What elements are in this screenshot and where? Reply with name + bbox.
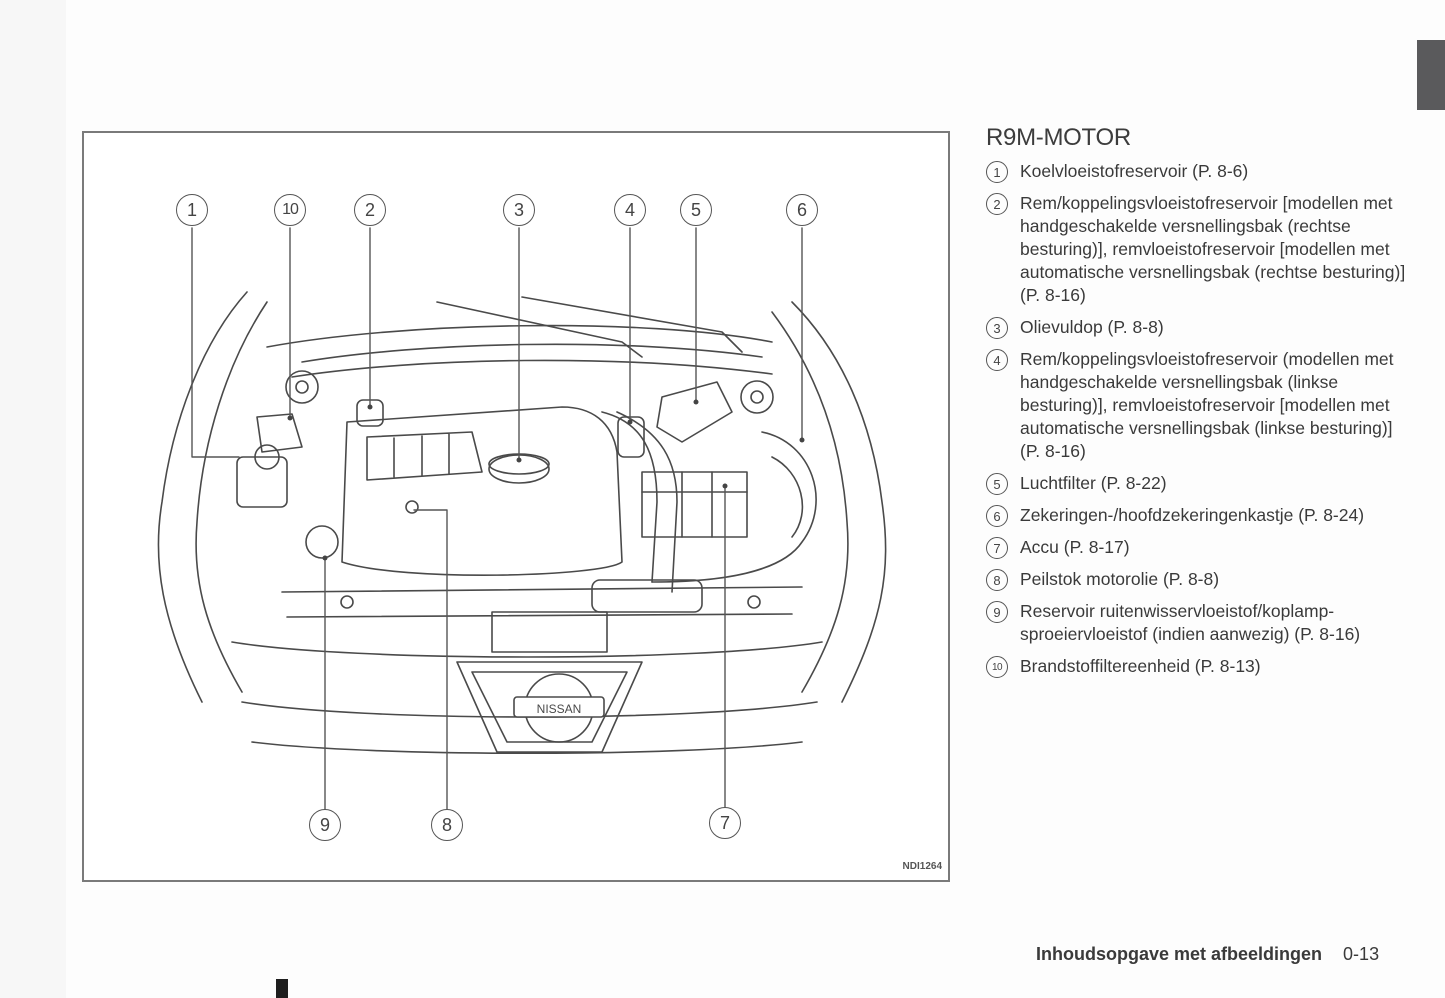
legend-number: 2	[986, 193, 1008, 215]
legend-item: 7 Accu (P. 8-17)	[986, 536, 1416, 559]
coolant-cap	[254, 444, 280, 470]
coolant-reservoir	[236, 456, 288, 508]
callout-6: 6	[786, 194, 818, 226]
leader-lines	[191, 227, 803, 811]
grille-surround	[456, 661, 643, 753]
legend-item: 5 Luchtfilter (P. 8-22)	[986, 472, 1416, 495]
left-fender-inner	[195, 301, 268, 693]
air-intake-snorkel	[591, 579, 703, 613]
chapter-tab-marker	[1417, 40, 1445, 110]
section-title: R9M-MOTOR	[986, 124, 1131, 151]
legend-item: 3 Olievuldop (P. 8-8)	[986, 316, 1416, 339]
callout-4: 4	[614, 194, 646, 226]
legend-text: Brandstoffiltereenheid (P. 8-13)	[1020, 656, 1261, 676]
legend-text: Koelvloeistofreservoir (P. 8-6)	[1020, 161, 1249, 181]
nissan-logo-text: NISSAN	[537, 702, 582, 716]
brake-reservoir-4	[617, 416, 645, 458]
callout-1: 1	[176, 194, 208, 226]
legend-text: Rem/koppelingsvloeistofreservoir [modell…	[1020, 193, 1406, 305]
legend-item: 10 Brandstoffiltereenheid (P. 8-13)	[986, 655, 1416, 678]
intake-hose-right	[651, 431, 817, 583]
dipstick-handle	[405, 500, 419, 514]
air-intake-duct	[601, 411, 678, 593]
component-legend: 1 Koelvloeistofreservoir (P. 8-6) 2 Rem/…	[986, 160, 1416, 687]
washer-reservoir-cap	[305, 525, 339, 559]
legend-text: Olievuldop (P. 8-8)	[1020, 317, 1164, 337]
cowl-lines	[291, 343, 773, 378]
chapter-title: Inhoudsopgave met afbeeldingen	[1036, 944, 1323, 964]
legend-item: 1 Koelvloeistofreservoir (P. 8-6)	[986, 160, 1416, 183]
callout-2: 2	[354, 194, 386, 226]
legend-number: 9	[986, 601, 1008, 623]
legend-item: 6 Zekeringen-/hoofdzekeringenkastje (P. …	[986, 504, 1416, 527]
legend-text: Luchtfilter (P. 8-22)	[1020, 473, 1167, 493]
engine-bay-figure: NISSAN 1 10 2 3 4 5 6 9 8 7 NDI1264	[82, 131, 950, 882]
legend-number: 6	[986, 505, 1008, 527]
right-fender-inner	[771, 311, 849, 693]
engine-bay-illustration: NISSAN	[157, 227, 887, 811]
callout-7: 7	[709, 807, 741, 839]
legend-item: 4 Rem/koppelingsvloeistofreservoir (mode…	[986, 348, 1416, 463]
leader-line-8	[413, 509, 448, 811]
figure-code: NDI1264	[902, 861, 942, 872]
legend-number: 5	[986, 473, 1008, 495]
legend-text: Peilstok motorolie (P. 8-8)	[1020, 569, 1220, 589]
legend-number: 7	[986, 537, 1008, 559]
legend-text: Accu (P. 8-17)	[1020, 537, 1130, 557]
callout-3: 3	[503, 194, 535, 226]
legend-text: Zekeringen-/hoofdzekeringenkastje (P. 8-…	[1020, 505, 1365, 525]
legend-number: 8	[986, 569, 1008, 591]
nissan-logo-bar	[513, 696, 605, 718]
right-strut-tower	[740, 380, 774, 414]
callout-5: 5	[680, 194, 712, 226]
legend-text: Rem/koppelingsvloeistofreservoir (modell…	[1020, 349, 1394, 461]
left-fender-outline	[157, 291, 248, 703]
callout-9: 9	[309, 809, 341, 841]
radiator-support	[281, 586, 803, 618]
legend-number: 1	[986, 161, 1008, 183]
air-filter-box	[656, 381, 733, 443]
legend-text: Reservoir ruitenwisservloeistof/koplamp-…	[1020, 601, 1361, 644]
legend-item: 2 Rem/koppelingsvloeistofreservoir [mode…	[986, 192, 1416, 307]
leader-line-1	[191, 227, 240, 458]
crop-mark	[276, 979, 288, 998]
legend-number: 4	[986, 349, 1008, 371]
legend-number: 10	[986, 656, 1008, 678]
engine-cover-grille	[366, 431, 483, 481]
legend-number: 3	[986, 317, 1008, 339]
page-number: 0-13	[1343, 944, 1380, 964]
fuel-filter	[256, 413, 303, 453]
callout-8: 8	[431, 809, 463, 841]
cowl-top	[266, 324, 773, 348]
engine-cover	[341, 406, 623, 576]
right-strut-cap	[750, 390, 764, 404]
page-gutter	[0, 0, 66, 998]
left-strut-tower	[285, 370, 319, 404]
page-footer: Inhoudsopgave met afbeeldingen 0-13	[1036, 944, 1379, 965]
legend-item: 8 Peilstok motorolie (P. 8-8)	[986, 568, 1416, 591]
battery	[641, 471, 748, 538]
left-strut-cap	[295, 380, 309, 394]
right-fender-outline	[791, 301, 887, 703]
legend-item: 9 Reservoir ruitenwisservloeistof/koplam…	[986, 600, 1416, 646]
hood-latch-area	[491, 611, 608, 653]
wiper	[436, 296, 743, 358]
callout-10: 10	[274, 194, 306, 226]
